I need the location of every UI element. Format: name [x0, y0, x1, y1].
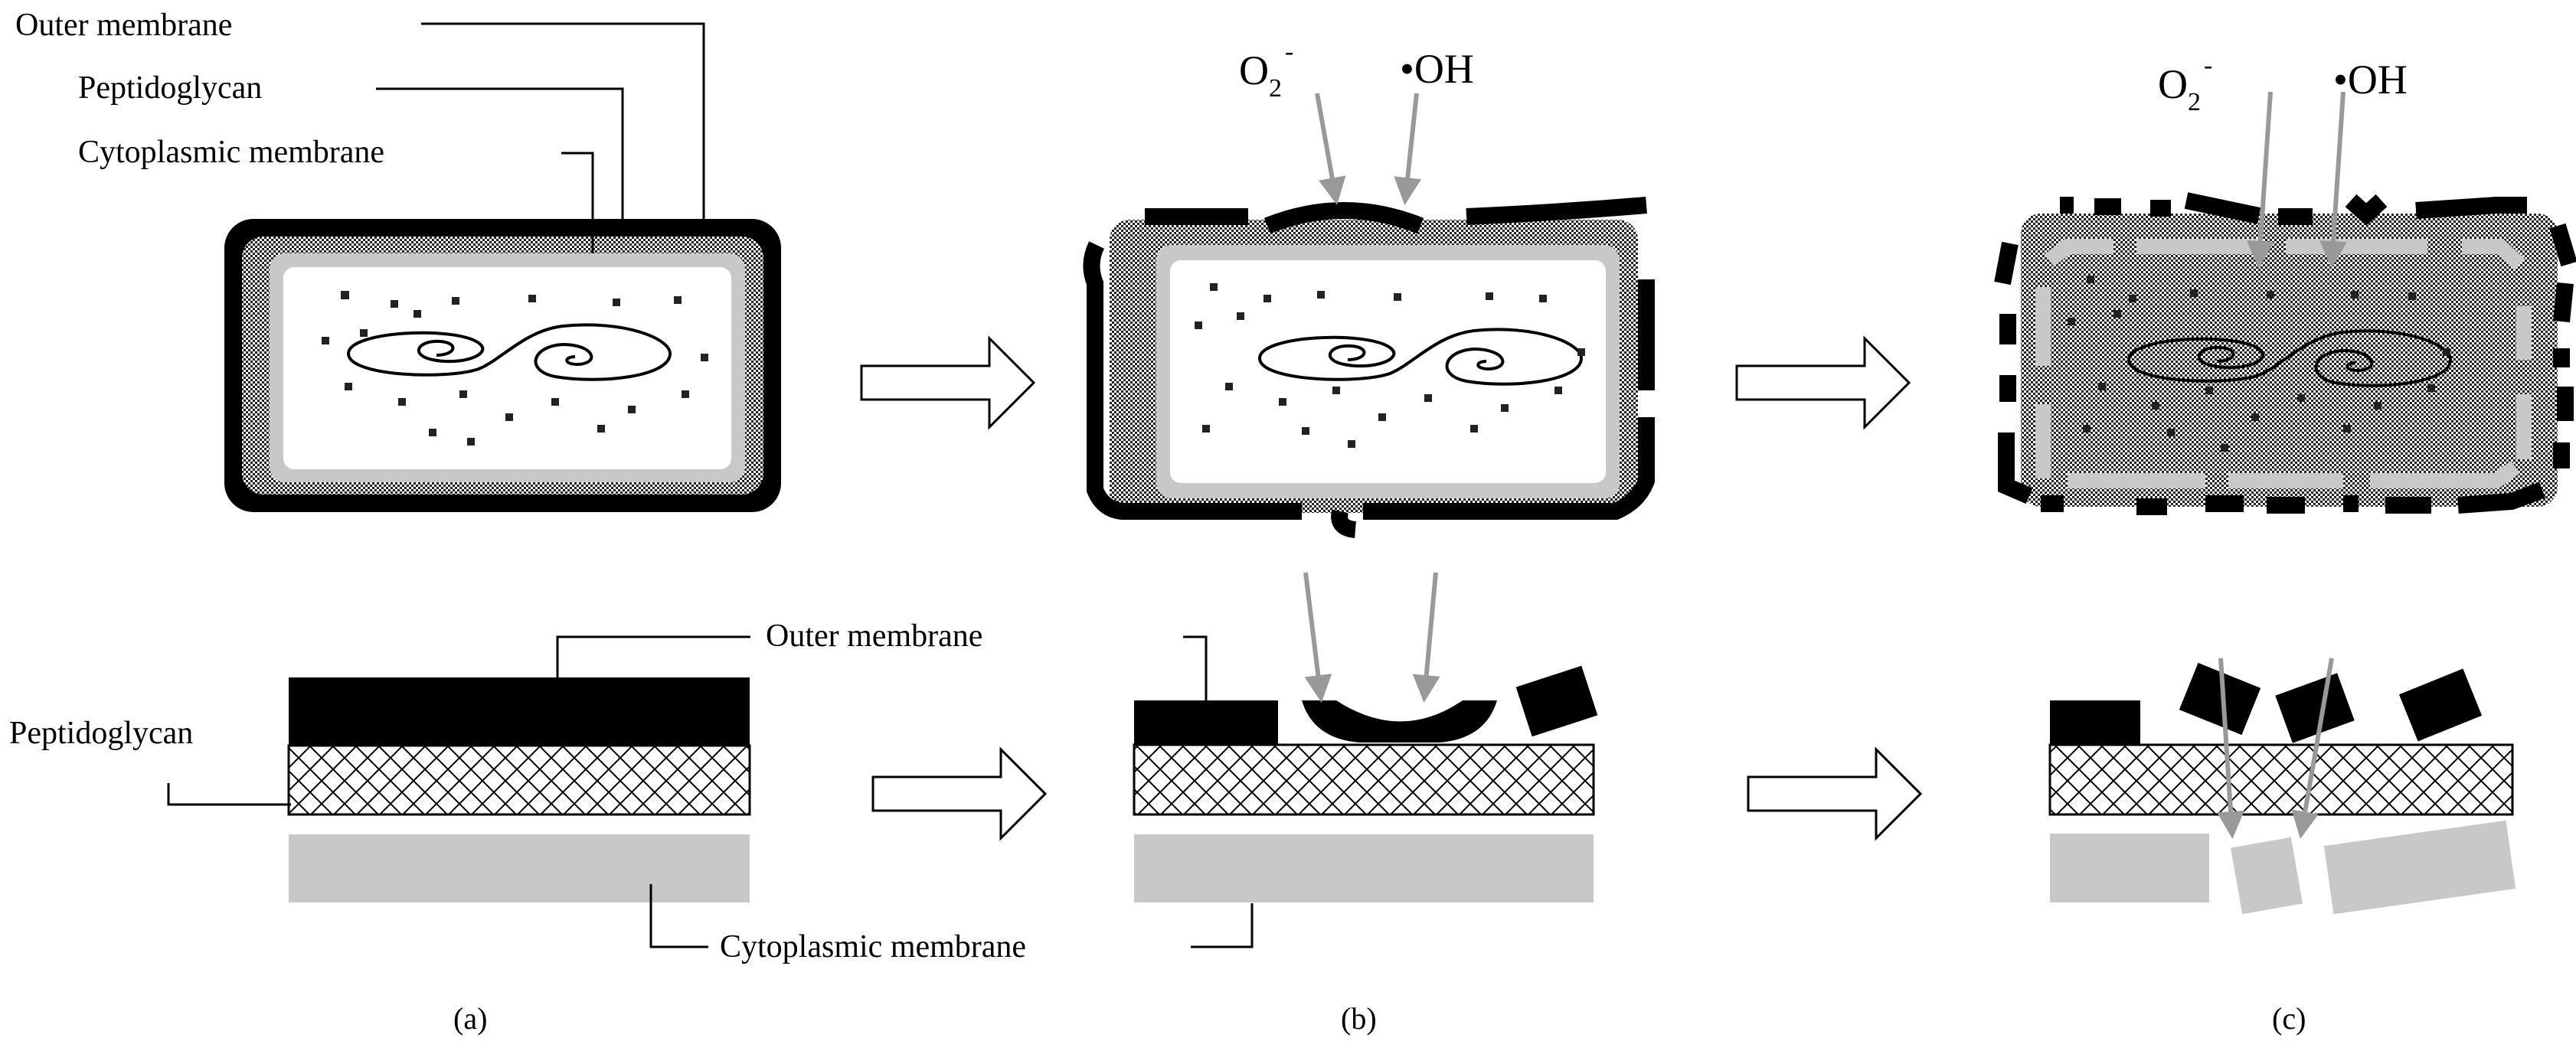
damaged-cell-b [1083, 197, 1655, 538]
layers-b [1133, 665, 1598, 902]
outer-membrane-fragment [2275, 673, 2355, 743]
peptidoglycan-layer [2048, 743, 2514, 816]
outer-membrane-fragment [1134, 700, 1278, 745]
svg-text:-: - [1285, 38, 1293, 66]
process-arrows [860, 335, 1923, 841]
damaged-cell-c [1994, 192, 2576, 515]
peptidoglycan-layer [287, 744, 751, 816]
ribosome-dots [1195, 283, 1585, 448]
outer-membrane-pieces [1994, 192, 2576, 515]
hydroxyl-label-b-top: •OH [1400, 46, 1474, 92]
layers-c [2048, 662, 2516, 915]
ribosome-dots [322, 291, 708, 446]
arrow-right-icon [871, 746, 1048, 841]
superoxide-label-b-top: O 2 - [1239, 38, 1293, 103]
ribosome-dots [2068, 276, 2450, 452]
outer-membrane-fragment [2398, 668, 2483, 742]
svg-text:O: O [1239, 47, 1269, 93]
panel-label-b: (b) [1341, 1001, 1377, 1036]
peptidoglycan-layer [1133, 743, 1595, 816]
outer-membrane-fragments [1083, 197, 1655, 538]
hydroxyl-label-c-top: •OH [2333, 57, 2408, 103]
ros-attack-arrows-c-bottom [2217, 658, 2334, 839]
panel-label-c: (c) [2272, 1001, 2306, 1036]
superoxide-label-c-top: O 2 - [2158, 51, 2212, 116]
label-outer-membrane-bottom: Outer membrane [766, 619, 982, 654]
cytoplasmic-membrane-layer [1134, 834, 1594, 902]
svg-text:2: 2 [1269, 74, 1282, 103]
svg-text:2: 2 [2188, 88, 2201, 116]
cytoplasmic-membrane-fragment [2323, 820, 2516, 915]
ros-attack-arrows-b-top [1315, 93, 1422, 205]
cytoplasmic-membrane-layer [289, 834, 750, 902]
ros-attack-arrows-b-bottom [1303, 572, 1440, 703]
cytoplasmic-membrane-fragment [2230, 837, 2303, 915]
arrow-right-icon [860, 335, 1036, 430]
leader-lines-bottom [167, 635, 1254, 948]
label-peptidoglycan-bottom: Peptidoglycan [9, 716, 193, 751]
label-peptidoglycan-top: Peptidoglycan [78, 70, 262, 106]
ros-attack-arrows-c-top [2247, 91, 2347, 269]
outer-membrane-fragment [2050, 700, 2140, 745]
outer-membrane-layer [289, 677, 750, 746]
label-cytoplasmic-membrane-bottom: Cytoplasmic membrane [720, 929, 1026, 965]
panel-label-a: (a) [453, 1001, 487, 1036]
label-outer-membrane-top: Outer membrane [15, 8, 232, 43]
arrow-right-icon [1747, 746, 1923, 841]
intact-cell-a [224, 219, 781, 512]
outer-membrane-dent [1302, 700, 1497, 743]
label-cytoplasmic-membrane-top: Cytoplasmic membrane [78, 135, 384, 170]
svg-text:-: - [2204, 51, 2212, 80]
layers-a [287, 677, 751, 902]
svg-text:O: O [2158, 61, 2188, 107]
cytoplasmic-membrane-fragments [2035, 239, 2532, 488]
arrow-right-icon [1735, 335, 1911, 430]
cytoplasmic-membrane-fragment [2050, 834, 2209, 902]
outer-membrane-fragment [2179, 662, 2261, 736]
outer-membrane-fragment [1515, 665, 1598, 737]
leader-lines-top [376, 22, 705, 253]
